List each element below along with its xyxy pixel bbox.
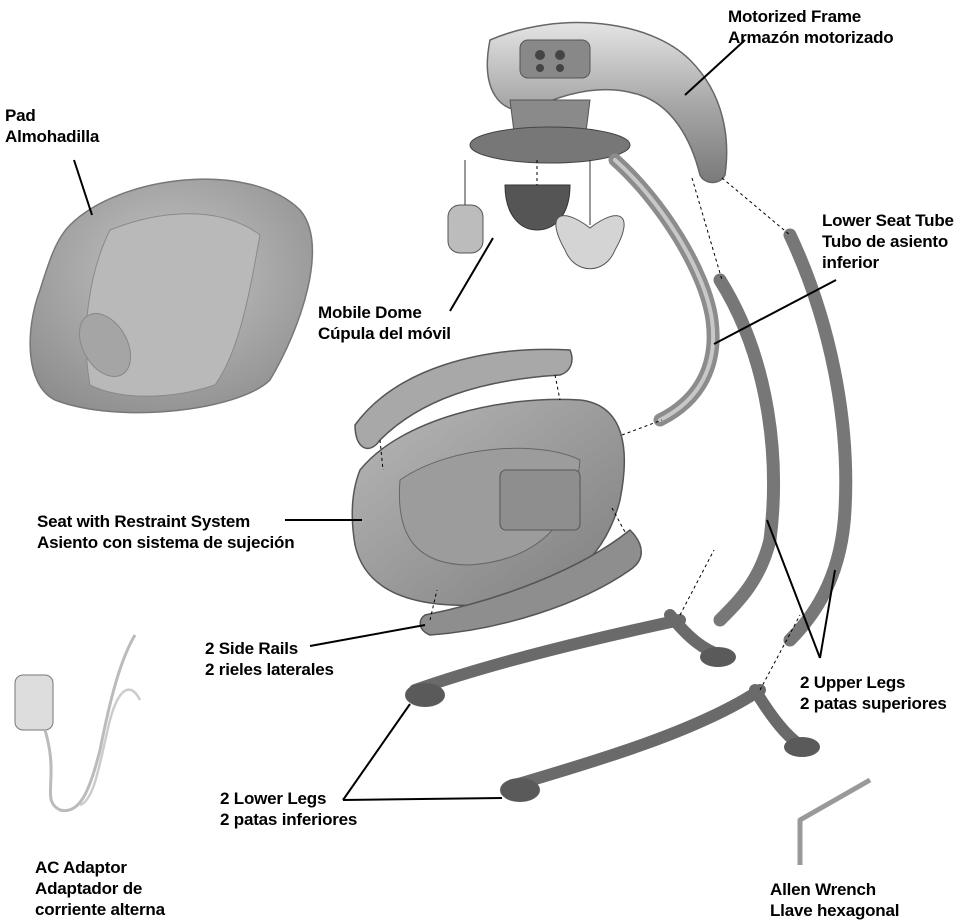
label-side-rails-en: 2 Side Rails [205,638,334,659]
label-ac-adaptor-es1: Adaptador de [35,878,165,899]
label-mobile-dome-en: Mobile Dome [318,302,451,323]
lower-legs-part [405,615,820,802]
label-lower-seat-tube-es1: Tubo de asiento [822,231,954,252]
motorized-frame-part [470,23,727,183]
label-ac-adaptor-es2: corriente alterna [35,899,165,920]
label-motorized-frame-es: Armazón motorizado [728,27,893,48]
label-lower-legs-en: 2 Lower Legs [220,788,357,809]
ac-adaptor-part [15,635,140,811]
label-ac-adaptor-en: AC Adaptor [35,857,165,878]
label-lower-legs: 2 Lower Legs 2 patas inferiores [220,788,357,830]
label-seat: Seat with Restraint System Asiento con s… [37,511,294,553]
label-mobile-dome-es: Cúpula del móvil [318,323,451,344]
label-upper-legs: 2 Upper Legs 2 patas superiores [800,672,947,714]
label-pad-en: Pad [5,105,99,126]
label-ac-adaptor: AC Adaptor Adaptador de corriente altern… [35,857,165,920]
label-seat-en: Seat with Restraint System [37,511,294,532]
upper-legs-part [720,235,846,640]
label-allen-wrench-es: Llave hexagonal [770,900,899,921]
mobile-dome-part [448,160,624,269]
label-upper-legs-es: 2 patas superiores [800,693,947,714]
label-pad: Pad Almohadilla [5,105,99,147]
pad-part [30,179,312,412]
label-pad-es: Almohadilla [5,126,99,147]
label-motorized-frame-en: Motorized Frame [728,6,893,27]
label-lower-seat-tube-es2: inferior [822,252,954,273]
label-seat-es: Asiento con sistema de sujeción [37,532,294,553]
label-side-rails-es: 2 rieles laterales [205,659,334,680]
label-upper-legs-en: 2 Upper Legs [800,672,947,693]
label-lower-legs-es: 2 patas inferiores [220,809,357,830]
label-allen-wrench-en: Allen Wrench [770,879,899,900]
lower-seat-tube-part [615,160,713,420]
label-motorized-frame: Motorized Frame Armazón motorizado [728,6,893,48]
label-allen-wrench: Allen Wrench Llave hexagonal [770,879,899,921]
label-mobile-dome: Mobile Dome Cúpula del móvil [318,302,451,344]
label-lower-seat-tube: Lower Seat Tube Tubo de asiento inferior [822,210,954,273]
label-side-rails: 2 Side Rails 2 rieles laterales [205,638,334,680]
allen-wrench-part [800,780,870,865]
label-lower-seat-tube-en: Lower Seat Tube [822,210,954,231]
